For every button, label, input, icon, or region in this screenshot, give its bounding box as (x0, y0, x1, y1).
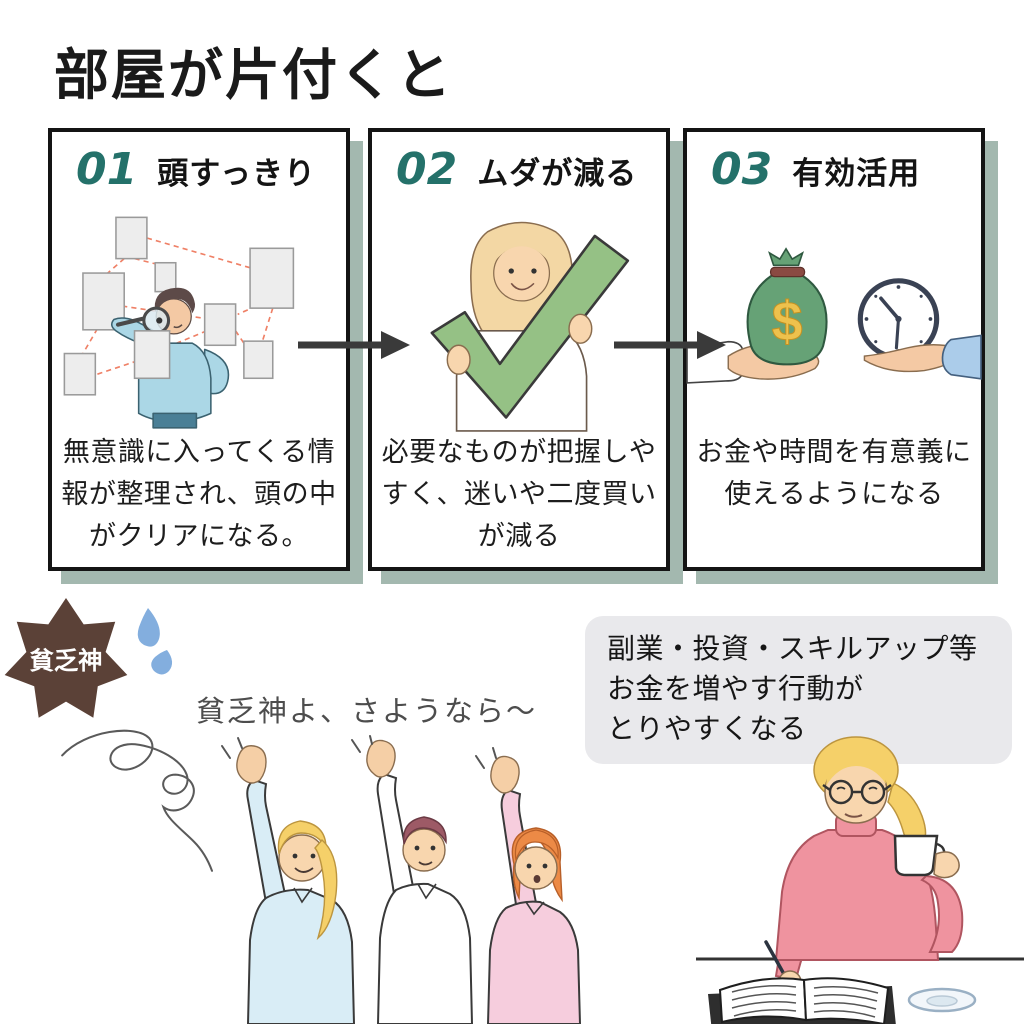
step-heading: ムダが減る (477, 156, 638, 191)
poverty-god-badge: 貧乏神 (4, 598, 128, 718)
step-number: 03 (711, 144, 773, 195)
saucer-icon (907, 987, 977, 1013)
step-number: 01 (76, 144, 138, 195)
magnifier-man-icon (63, 216, 295, 429)
step-card-1-header: 01 頭すっきり (52, 132, 346, 193)
coffee-cup-icon (893, 834, 939, 877)
star-burst-icon (4, 598, 128, 718)
woman-holding-big-checkmark-illustration (372, 206, 666, 434)
step-card-3: 03 有効活用 $ (683, 128, 985, 571)
man-searching-scattered-papers-illustration (52, 206, 346, 434)
dollar-sign: $ (772, 291, 803, 353)
step-description: 必要なものが把握しやすく、迷いや二度買いが減る (381, 437, 657, 551)
step-heading: 有効活用 (792, 156, 921, 191)
note-line: お金を増やす行動が (607, 673, 864, 705)
sweat-drops-icon (137, 608, 173, 675)
step-heading: 頭すっきり (157, 156, 316, 191)
money-bag-and-clock-icon: $ (686, 247, 982, 384)
checkmark-woman-icon (430, 221, 630, 432)
waving-woman-blonde (221, 737, 356, 1024)
step-card-1: 01 頭すっきり (48, 128, 350, 571)
step-card-2-header: 02 ムダが減る (372, 132, 666, 193)
badge-label: 貧乏神 (29, 647, 102, 675)
hands-offering-money-bag-and-clock-illustration: $ (686, 206, 982, 434)
step-card-2: 02 ムダが減る 必要なものが把握しやすく、迷いや二度買いが減る (368, 128, 670, 571)
note-line: 副業・投資・スキルアップ等 (607, 633, 978, 664)
arrow-right-icon (298, 331, 410, 359)
waving-man (351, 735, 474, 1024)
note-line: とりやすくなる (607, 713, 807, 745)
study-woman-illustration (696, 736, 1024, 1024)
notebook-icon (708, 977, 896, 1024)
step-description: 無意識に入ってくる情報が整理され、頭の中がクリアになる。 (61, 437, 337, 551)
step-description: お金や時間を有意義に使えるようになる (696, 437, 972, 509)
swirl-doodle-icon (61, 729, 214, 872)
glasses-icon (822, 779, 892, 805)
waving-people-illustration (221, 735, 582, 1024)
farewell-text: 貧乏神よ、さようなら〜 (196, 696, 538, 728)
step-card-3-header: 03 有効活用 (687, 132, 981, 193)
arrow-right-icon (614, 331, 726, 359)
step-number: 02 (396, 144, 458, 195)
benefit-note-box: 副業・投資・スキルアップ等 お金を増やす行動が とりやすくなる (585, 616, 1012, 765)
page-title: 部屋が片付くと (54, 44, 454, 106)
waving-woman-redhead (475, 747, 582, 1024)
